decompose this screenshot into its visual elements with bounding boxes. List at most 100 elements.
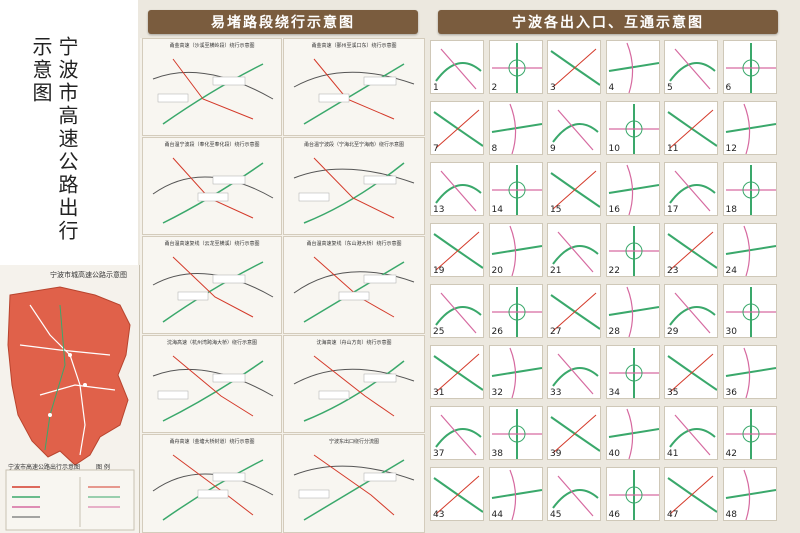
interchange-tile: 7 bbox=[430, 101, 484, 155]
interchange-tile: 31 bbox=[430, 345, 484, 399]
interchange-diagram bbox=[435, 414, 482, 456]
interchange-diagram bbox=[433, 475, 483, 515]
interchange-tile: 29 bbox=[664, 284, 718, 338]
interchange-diagram bbox=[491, 103, 542, 154]
interchange-tile: 24 bbox=[722, 223, 777, 277]
tile-number: 22 bbox=[608, 266, 620, 276]
interchange-tile: 35 bbox=[664, 345, 718, 399]
tile-number: 21 bbox=[550, 266, 562, 276]
interchange-tile: 39 bbox=[547, 406, 601, 460]
interchange-diagram bbox=[725, 287, 776, 337]
interchange-diagram bbox=[491, 287, 542, 337]
interchange-diagram bbox=[725, 165, 776, 215]
tile-number: 45 bbox=[550, 510, 562, 520]
interchange-diagram bbox=[608, 164, 659, 215]
tile-number: 40 bbox=[608, 449, 620, 459]
interchange-tile: 2 bbox=[488, 40, 543, 94]
interchange-diagram bbox=[435, 48, 482, 90]
interchange-diagram bbox=[491, 225, 542, 276]
tile-number: 34 bbox=[608, 388, 620, 398]
interchange-diagram bbox=[435, 170, 482, 212]
interchange-diagram bbox=[608, 226, 659, 276]
interchange-tile: 37 bbox=[430, 406, 484, 460]
detour-map-title: 甬金高速（鄞州至溪口东）绕行示意图 bbox=[311, 43, 397, 49]
interchange-diagram bbox=[550, 170, 600, 210]
tile-number: 36 bbox=[725, 388, 737, 398]
interchange-diagram bbox=[550, 48, 600, 88]
interchange-tile: 9 bbox=[547, 101, 601, 155]
interchange-tile: 6 bbox=[722, 40, 777, 94]
interchange-diagram bbox=[608, 42, 659, 93]
interchange-tile: 11 bbox=[664, 101, 718, 155]
detour-map: 甬台温宁波段（奉化至奉化段）绕行示意图 bbox=[142, 137, 282, 235]
interchange-diagram bbox=[669, 414, 716, 456]
tile-number: 48 bbox=[725, 510, 737, 520]
interchange-diagram bbox=[552, 231, 599, 273]
interchange-diagram bbox=[608, 104, 659, 154]
interchange-tile: 4 bbox=[605, 40, 660, 94]
tile-number: 33 bbox=[550, 388, 562, 398]
interchange-tile: 47 bbox=[664, 467, 718, 521]
detour-route-graphic bbox=[293, 454, 415, 521]
interchange-diagram bbox=[491, 347, 542, 398]
tile-number: 12 bbox=[725, 144, 737, 154]
tile-number: 2 bbox=[491, 83, 498, 93]
interchange-diagram bbox=[608, 286, 659, 337]
interchange-diagram bbox=[433, 353, 483, 393]
detour-route-graphic bbox=[293, 256, 415, 323]
detour-route-graphic bbox=[152, 355, 274, 422]
interchange-diagram bbox=[552, 109, 599, 151]
detour-banner: 易堵路段绕行示意图 bbox=[148, 10, 418, 34]
detour-map-title: 沈海高速（杭州湾跨海大桥）绕行示意图 bbox=[166, 340, 257, 346]
detour-map: 宁波东出口绕行分流图 bbox=[283, 434, 425, 533]
detour-maps-column: 甬金高速（沙溪至横岭段）绕行示意图 甬金高速（鄞州至溪口东）绕行示意图 甬台温宁… bbox=[140, 38, 425, 533]
detour-route-graphic bbox=[152, 256, 274, 323]
detour-map: 沈海高速（舟山方向）绕行示意图 bbox=[283, 335, 425, 433]
tile-number: 26 bbox=[491, 327, 503, 337]
interchange-diagram bbox=[552, 475, 599, 517]
interchange-tile: 46 bbox=[605, 467, 660, 521]
interchange-diagram bbox=[608, 348, 659, 398]
tile-number: 4 bbox=[608, 83, 615, 93]
tile-number: 39 bbox=[550, 449, 562, 459]
detour-map-title: 宁波东出口绕行分流图 bbox=[328, 439, 379, 445]
interchange-diagram bbox=[725, 43, 776, 93]
interchange-tile: 40 bbox=[605, 406, 660, 460]
detour-map-title: 甬台温宁波段（宁海北至宁海南）绕行示意图 bbox=[303, 142, 404, 148]
tile-number: 16 bbox=[608, 205, 620, 215]
tile-number: 35 bbox=[667, 388, 679, 398]
city-map-title: 宁波市城高速公路示意图 bbox=[50, 271, 127, 279]
tile-number: 24 bbox=[725, 266, 737, 276]
interchange-tile: 5 bbox=[664, 40, 718, 94]
city-map-graphic bbox=[5, 286, 135, 531]
detour-map: 甬金高速（沙溪至横岭段）绕行示意图 bbox=[142, 38, 282, 136]
tile-number: 13 bbox=[433, 205, 445, 215]
interchange-tile: 10 bbox=[605, 101, 660, 155]
detour-map: 甬舟高速（金塘大桥封道）绕行示意图 bbox=[142, 434, 282, 533]
interchange-tile: 19 bbox=[430, 223, 484, 277]
tile-number: 41 bbox=[667, 449, 679, 459]
tile-number: 47 bbox=[667, 510, 679, 520]
interchange-diagram bbox=[725, 469, 776, 520]
tile-number: 14 bbox=[491, 205, 503, 215]
interchange-diagram bbox=[491, 469, 542, 520]
interchange-diagram bbox=[667, 109, 717, 149]
tile-number: 37 bbox=[433, 449, 445, 459]
detour-map-title: 甬台温宁波段（奉化至奉化段）绕行示意图 bbox=[164, 142, 260, 148]
tile-number: 8 bbox=[491, 144, 498, 154]
interchange-tile: 25 bbox=[430, 284, 484, 338]
tile-number: 43 bbox=[433, 510, 445, 520]
interchange-tile: 38 bbox=[488, 406, 543, 460]
interchange-tile: 36 bbox=[722, 345, 777, 399]
interchange-diagram bbox=[550, 414, 600, 454]
tile-number: 10 bbox=[608, 144, 620, 154]
detour-map-title: 沈海高速（舟山方向）绕行示意图 bbox=[316, 340, 392, 346]
interchange-tile: 45 bbox=[547, 467, 601, 521]
interchange-tile: 13 bbox=[430, 162, 484, 216]
tile-number: 15 bbox=[550, 205, 562, 215]
tile-number: 25 bbox=[433, 327, 445, 337]
interchange-tile: 43 bbox=[430, 467, 484, 521]
detour-route-graphic bbox=[293, 157, 415, 224]
tile-number: 1 bbox=[433, 83, 439, 93]
detour-map-title: 甬台温高速复线（东山港大桥）绕行示意图 bbox=[306, 241, 402, 247]
